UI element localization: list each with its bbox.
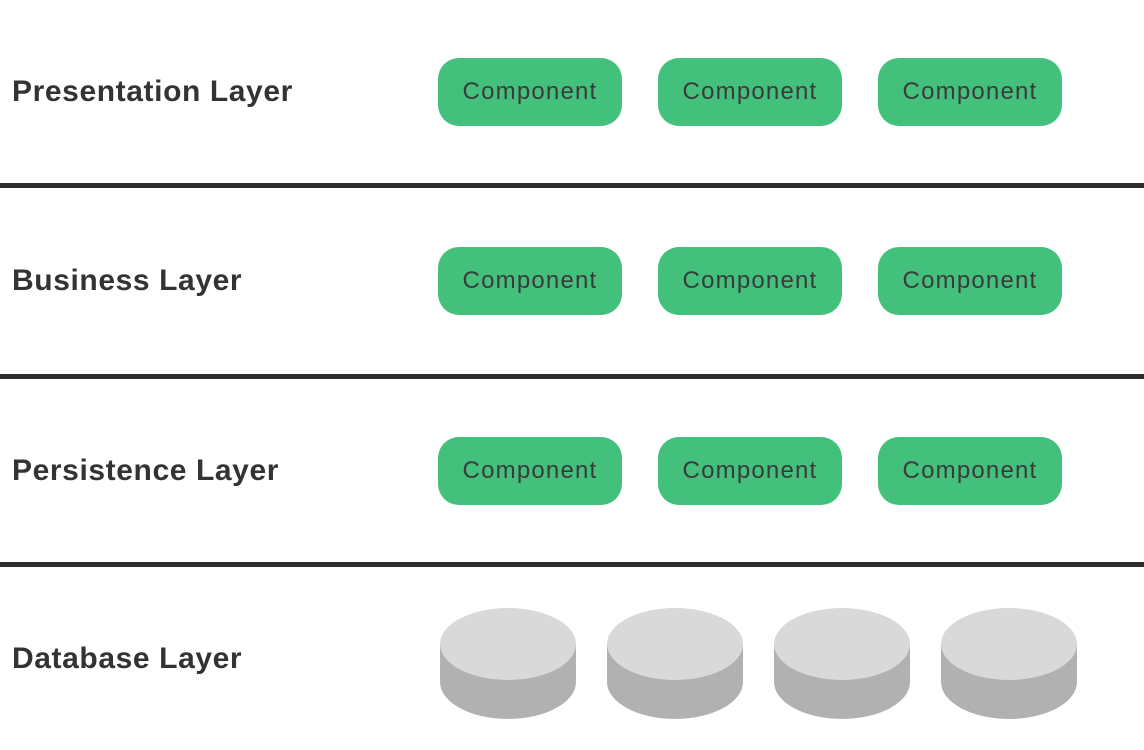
layer-business: Business Layer Component Component Compo… [0,188,1144,374]
layer-label-database: Database Layer [12,641,243,675]
component-box: Component [438,247,622,315]
layer-label-persistence: Persistence Layer [12,453,280,487]
database-icon [607,608,743,719]
database-icon [440,608,576,719]
component-row-persistence: Component Component Component [438,436,1062,505]
component-box: Component [658,436,842,505]
component-box: Component [438,436,622,505]
layer-label-business: Business Layer [12,264,243,297]
database-icon [941,608,1077,719]
component-box: Component [658,247,842,315]
layer-divider [0,374,1144,379]
database-row [440,608,1077,720]
component-box: Component [878,57,1062,126]
component-box: Component [878,247,1062,315]
database-icon [774,608,910,719]
component-box: Component [658,57,842,126]
layer-divider [0,562,1144,567]
layer-divider [0,183,1144,188]
layer-label-presentation: Presentation Layer [12,74,293,108]
component-row-presentation: Component Component Component [438,57,1062,126]
component-box: Component [878,436,1062,505]
component-box: Component [438,57,622,126]
layer-persistence: Persistence Layer Component Component Co… [0,379,1144,562]
component-row-business: Component Component Component [438,247,1062,315]
layer-database: Database Layer [0,567,1144,750]
layer-presentation: Presentation Layer Component Component C… [0,0,1144,183]
